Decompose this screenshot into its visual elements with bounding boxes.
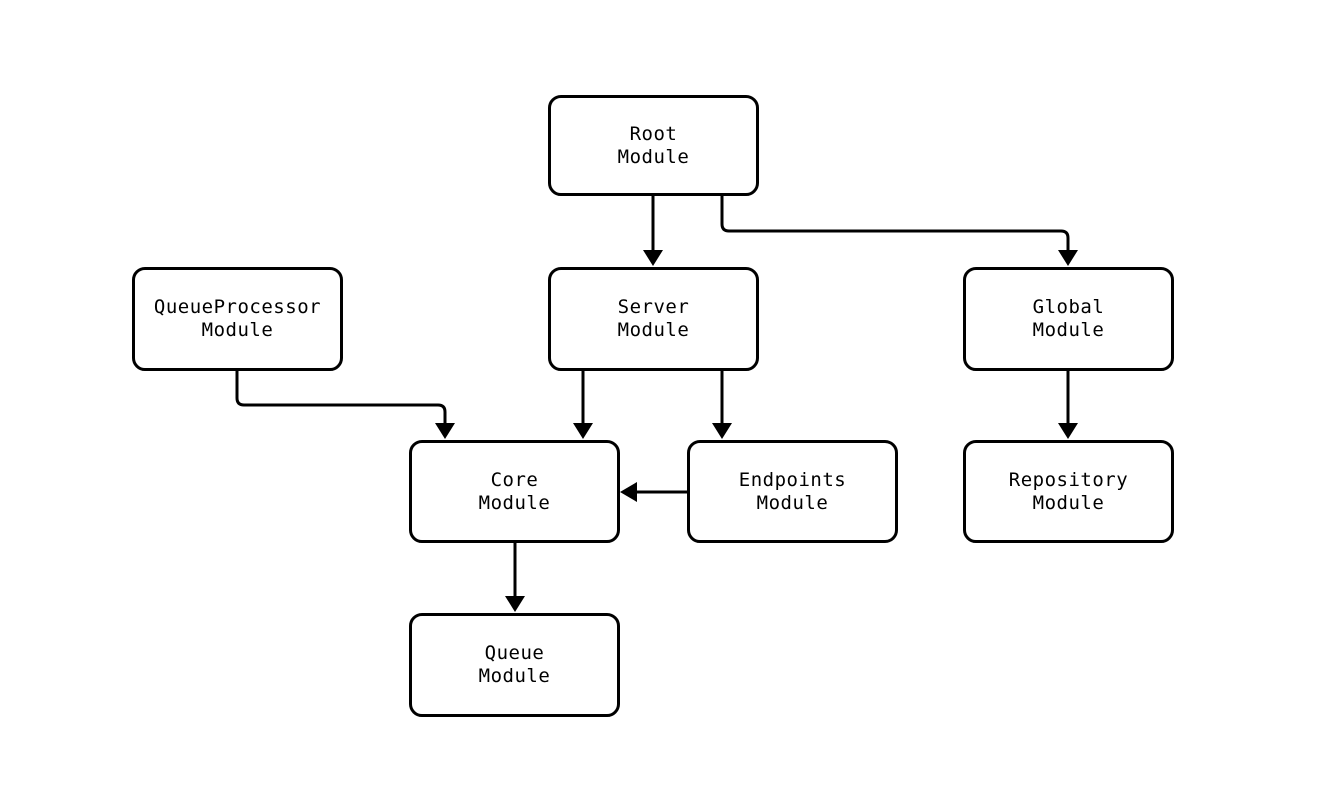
node-endpoints-title: Endpoints <box>738 468 847 491</box>
node-server-title: Server <box>617 296 690 318</box>
edge-root-to-global <box>720 196 1070 250</box>
node-queue-subtitle: Module <box>478 665 551 687</box>
node-queueprocessor-title: QueueProcessor <box>153 296 322 318</box>
node-root-subtitle: Module <box>617 145 690 168</box>
arrowhead-root-to-server <box>643 250 663 266</box>
node-endpoints-subtitle: Module <box>756 491 829 514</box>
node-root-title: Root <box>629 122 678 145</box>
arrowhead-server-to-endpoints <box>712 423 732 439</box>
node-global-subtitle: Module <box>1032 319 1105 341</box>
edge-queueprocessor-to-core <box>235 371 447 423</box>
arrowhead-global-to-repository <box>1058 423 1078 439</box>
node-queueprocessor-subtitle: Module <box>201 319 274 341</box>
node-repository-subtitle: Module <box>1032 491 1105 514</box>
node-core-subtitle: Module <box>478 491 551 514</box>
edges-group <box>235 196 1078 612</box>
arrowhead-endpoints-to-core <box>620 482 637 502</box>
arrowhead-server-to-core <box>573 423 593 439</box>
arrowhead-core-to-queue <box>505 596 525 612</box>
node-server-subtitle: Module <box>617 319 690 341</box>
arrowhead-queueprocessor-to-core <box>435 423 455 439</box>
node-queue-title: Queue <box>484 642 545 664</box>
node-global-title: Global <box>1032 296 1105 318</box>
node-repository-title: Repository <box>1008 468 1129 491</box>
node-core-title: Core <box>490 468 539 491</box>
arrowhead-root-to-global <box>1058 250 1078 266</box>
